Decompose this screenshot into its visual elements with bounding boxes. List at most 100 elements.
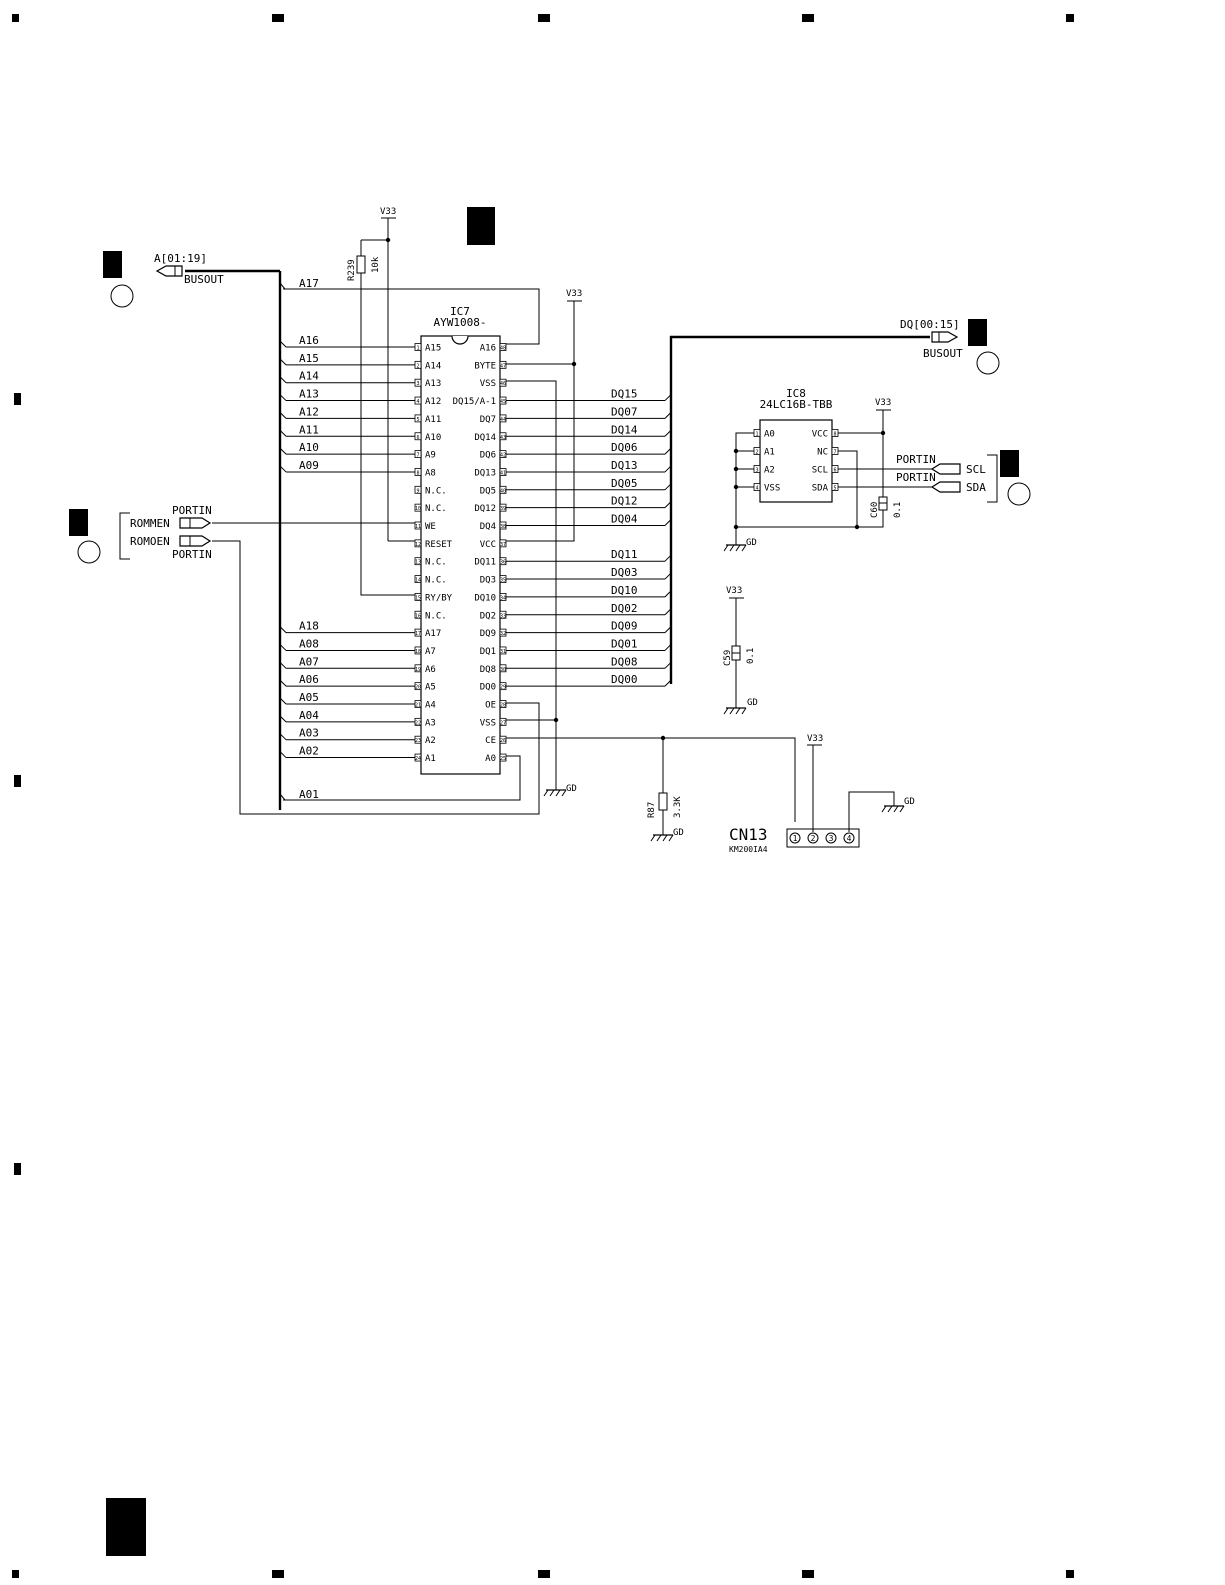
addr-net-label: A07 (299, 655, 319, 668)
ic7-pin-name: A4 (425, 701, 436, 711)
ic7-pin-box (414, 503, 422, 512)
ic7-pin-name: DQ6 (480, 451, 496, 461)
bus-entry (279, 376, 287, 384)
ic7-pin-number: 42 (500, 453, 506, 459)
data-net-label: DQ06 (611, 441, 638, 454)
data-net-label: DQ01 (611, 637, 638, 650)
ic7-pin-number: 40 (500, 488, 506, 494)
ic7-pin-box (414, 539, 422, 548)
data-bus-port-symbol (931, 331, 959, 343)
ic7-pin-number: 17 (415, 631, 421, 637)
ic7-pin-name: RY/BY (425, 593, 453, 603)
sheet-reference-blocks (69, 207, 1031, 1556)
rommen-label: ROMMEN (130, 517, 170, 530)
sda-port-symbol (930, 481, 961, 493)
c59-ref: C59 (723, 650, 733, 666)
bus-entry (279, 679, 287, 687)
ic7-pin-name: A12 (425, 397, 441, 407)
ic7-pin-number: 11 (415, 524, 421, 530)
ic7-pin-number: 25 (500, 756, 506, 762)
ic7-pin-box (499, 539, 507, 548)
c60-value: 0.1 (893, 502, 903, 518)
ic7-pin-box (499, 735, 507, 744)
ic7-pin-number: 31 (500, 649, 506, 655)
addr-net-label: A14 (299, 370, 319, 383)
ic7-pin-name: DQ4 (480, 522, 496, 532)
addr-net-label: A05 (299, 691, 319, 704)
ic7-pin-number: 27 (500, 720, 506, 726)
bus-entry (664, 626, 672, 633)
addr-net-label: A15 (299, 352, 319, 365)
bus-entry (279, 626, 287, 633)
ic7-pin-name: A17 (425, 629, 441, 639)
ic7-pin-number: 14 (415, 578, 421, 584)
address-bus-nets: A17A16A15A14A13A12A11A10A09A18A08A07A06A… (279, 277, 415, 801)
ic7-pin-number: 44 (500, 417, 506, 423)
bus-entry (664, 447, 672, 455)
romoen-label: ROMOEN (130, 535, 170, 548)
cn13-pin (843, 832, 855, 844)
bus-entry (664, 572, 672, 580)
c59-group: V33 GD C59 0.1 (723, 586, 758, 715)
ic7-vss-ground: GD (506, 380, 577, 797)
ic7-pin-box (414, 521, 422, 530)
c59-value: 0.1 (746, 648, 756, 664)
ic7-pin-name: DQ14 (474, 433, 496, 443)
ic7-pin-name: N.C. (425, 558, 447, 568)
data-net-label: DQ11 (611, 548, 638, 561)
cn13-ref: CN13 (729, 825, 768, 844)
ic7-pin-number: 22 (415, 720, 421, 726)
ic7-pin-name: A7 (425, 647, 436, 657)
bus-entry (664, 590, 672, 598)
v33-label-cn13: V33 (807, 734, 823, 744)
ic7-pin-name: A6 (425, 665, 436, 675)
bus-entry (664, 644, 672, 651)
ic7-pin-number: 5 (416, 417, 419, 423)
ic8-pin-number: 5 (833, 486, 836, 492)
data-net-label: DQ13 (611, 459, 638, 472)
ic7-pin-name: CE (485, 736, 496, 746)
ic7-part: AYW1008- (434, 316, 487, 329)
sda-label: SDA (966, 481, 986, 494)
romoen-port-symbol (179, 535, 212, 547)
bus-entry (279, 412, 287, 419)
addr-net-label: A18 (299, 620, 319, 633)
gd-label-ic8: GD (746, 538, 757, 548)
ic7-pin-name: A1 (425, 754, 436, 764)
r87-ref: R87 (647, 802, 657, 818)
gd-label-c59: GD (747, 698, 758, 708)
bus-entry (664, 429, 672, 437)
data-bus-name: DQ[00:15] (900, 318, 960, 331)
gd-label-r87: GD (673, 828, 684, 838)
ic7-pin-name: A10 (425, 433, 441, 443)
v33-label-c59: V33 (726, 586, 742, 596)
ic7-pin-number: 46 (500, 381, 506, 387)
ic7-pin-name: A2 (425, 736, 436, 746)
wire-a17-to-a16-pin (283, 288, 540, 345)
rom-port-group: PORTIN ROMMEN ROMOEN PORTIN (119, 504, 212, 561)
sda-portin-label: PORTIN (896, 471, 936, 484)
cn13-pin-number: 3 (829, 834, 834, 843)
ic8-pin-number: 4 (755, 486, 758, 492)
ic7-pin-name: N.C. (425, 576, 447, 586)
ic8-pin-number: 8 (833, 432, 836, 438)
ic7-pin-number: 3 (416, 381, 419, 387)
ic7-pin-number: 13 (415, 560, 421, 566)
ic7-pin-box (414, 575, 422, 583)
addr-net-label: A08 (299, 637, 319, 650)
ic7-pin-number: 34 (500, 595, 506, 601)
wire-romoen-to-oe (212, 540, 540, 815)
ic8-pin-number: 2 (755, 450, 758, 456)
ic7-ref: IC7 (450, 305, 470, 318)
data-bus: DQ[00:15] BUSOUT DQ15DQ07DQ14DQ06DQ13DQ0… (506, 318, 963, 687)
bus-entry (279, 793, 286, 801)
ic7-pin-number: 41 (500, 470, 506, 476)
cn13-pin-number: 2 (811, 834, 816, 843)
cn13-pin (807, 832, 819, 844)
v33-label-ic8: V33 (875, 398, 891, 408)
ic7-pin-box (499, 343, 507, 351)
bus-entry (279, 282, 286, 290)
